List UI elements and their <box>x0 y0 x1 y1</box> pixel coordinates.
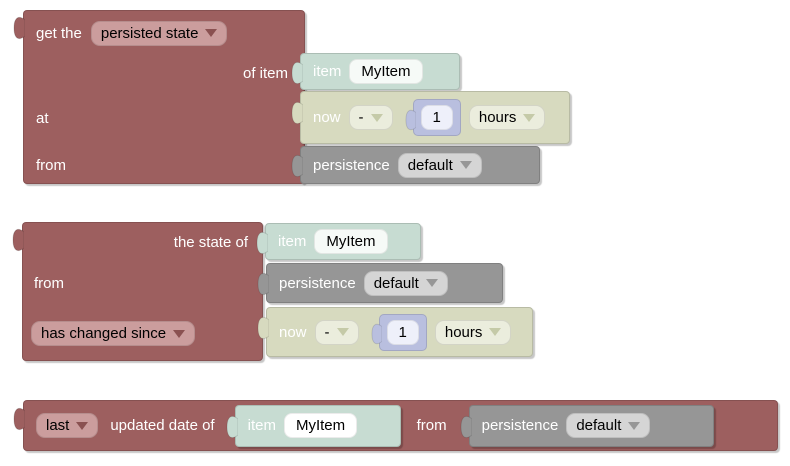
block-persistence-service[interactable]: persistence default <box>291 146 540 184</box>
condition-dropdown-value: has changed since <box>41 325 167 342</box>
persistence-service-dropdown-value: default <box>576 417 622 434</box>
connector-tab-icon <box>257 272 269 296</box>
operator-dropdown[interactable]: - <box>314 319 359 345</box>
connector-tab-icon <box>257 316 269 340</box>
persistence-label: persistence <box>279 274 356 292</box>
now-label: now <box>279 323 307 341</box>
connector-tab-icon <box>291 101 303 125</box>
connector-tab-icon <box>226 415 238 438</box>
connector-tab-icon <box>291 154 303 178</box>
block-item[interactable]: item MyItem <box>256 223 421 260</box>
block-item[interactable]: item MyItem <box>226 404 401 447</box>
updated-date-of-label: updated date of <box>110 417 215 434</box>
persistence-label: persistence <box>313 156 390 174</box>
persistence-label: persistence <box>481 417 559 434</box>
persistence-service-dropdown[interactable]: default <box>566 413 651 438</box>
persistence-service-dropdown-value: default <box>407 156 453 174</box>
block-datetime-now-minus[interactable]: now - 1 hours <box>291 91 570 144</box>
connector-tab-icon <box>460 415 472 438</box>
dropdown-arrow-icon <box>628 421 641 430</box>
operator-dropdown-value: - <box>324 323 330 341</box>
connector-tab-icon <box>291 61 303 85</box>
from-label: from <box>36 156 66 174</box>
block-get-persisted-state[interactable]: get the persisted state of item at from <box>13 10 305 184</box>
time-unit-dropdown-value: hours <box>444 323 483 341</box>
block-group-has-changed-since: the state of from has changed since item… <box>12 222 533 361</box>
block-item[interactable]: item MyItem <box>291 53 460 90</box>
item-name-field[interactable]: MyItem <box>283 413 358 438</box>
get-the-label: get the <box>36 24 82 42</box>
from-label: from <box>416 417 447 434</box>
of-item-label: of item <box>242 64 288 82</box>
dropdown-arrow-icon <box>76 421 89 430</box>
block-persistence-service[interactable]: persistence default <box>460 404 714 447</box>
connector-tab-icon <box>12 228 24 252</box>
number-field[interactable]: 1 <box>420 105 453 130</box>
condition-dropdown[interactable]: has changed since <box>31 321 196 346</box>
connector-tab-icon <box>13 16 25 40</box>
block-group-last-updated-date: last updated date of item MyItem from pe… <box>13 400 778 451</box>
dropdown-arrow-icon <box>523 113 536 122</box>
operator-dropdown-value: - <box>358 109 364 126</box>
item-name-field[interactable]: MyItem <box>349 59 423 84</box>
block-last-updated-date[interactable]: last updated date of item MyItem from pe… <box>13 400 778 451</box>
block-datetime-now-minus[interactable]: now - 1 hours <box>257 307 533 357</box>
dropdown-arrow-icon <box>459 161 472 169</box>
time-unit-dropdown[interactable]: hours <box>434 319 512 345</box>
time-unit-dropdown-value: hours <box>478 109 517 126</box>
block-group-get-persisted-state: get the persisted state of item at from … <box>13 10 570 184</box>
dropdown-arrow-icon <box>336 328 349 336</box>
persistence-service-dropdown[interactable]: default <box>397 152 482 178</box>
which-update-dropdown[interactable]: last <box>36 413 99 438</box>
which-update-dropdown-value: last <box>46 417 70 434</box>
connector-tab-icon <box>370 323 382 344</box>
dropdown-arrow-icon <box>489 328 502 336</box>
connector-tab-icon <box>256 231 268 255</box>
number-field[interactable]: 1 <box>386 319 419 345</box>
persisted-state-dropdown[interactable]: persisted state <box>90 20 228 46</box>
connector-tab-icon <box>404 109 416 131</box>
item-label: item <box>313 63 342 80</box>
persistence-service-dropdown-value: default <box>373 274 419 292</box>
persistence-service-dropdown[interactable]: default <box>363 270 448 296</box>
dropdown-arrow-icon <box>173 329 186 338</box>
block-persistence-service[interactable]: persistence default <box>257 263 503 303</box>
at-label: at <box>36 109 49 127</box>
dropdown-arrow-icon <box>370 113 383 122</box>
dropdown-arrow-icon <box>205 29 218 37</box>
the-state-of-label: the state of <box>173 233 248 251</box>
dropdown-arrow-icon <box>425 279 438 287</box>
now-label: now <box>313 109 341 126</box>
from-label: from <box>34 274 64 292</box>
persisted-state-dropdown-value: persisted state <box>100 24 199 42</box>
item-name-field[interactable]: MyItem <box>314 229 388 254</box>
item-label: item <box>278 233 307 250</box>
block-number[interactable]: 1 <box>370 313 427 351</box>
operator-dropdown[interactable]: - <box>348 105 393 130</box>
block-has-changed-since[interactable]: the state of from has changed since <box>12 222 263 361</box>
block-number[interactable]: 1 <box>404 99 461 136</box>
connector-tab-icon <box>13 407 25 431</box>
item-label: item <box>247 417 276 434</box>
time-unit-dropdown[interactable]: hours <box>468 105 546 130</box>
